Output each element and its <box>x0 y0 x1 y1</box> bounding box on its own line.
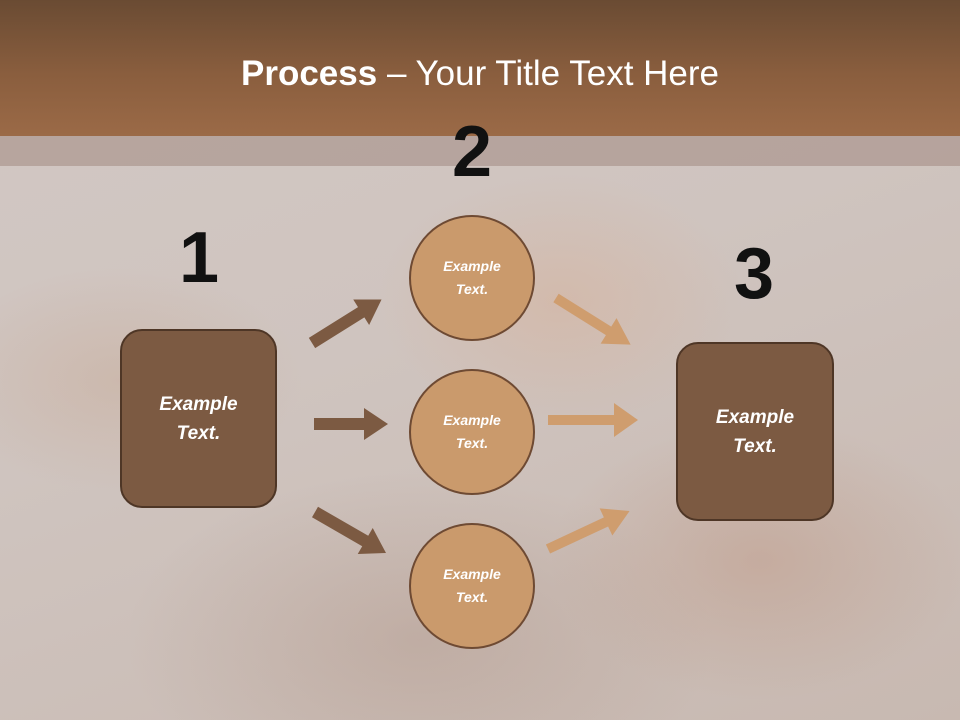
circle-top-line2: Text. <box>455 281 489 297</box>
title-bold: Process <box>241 54 378 93</box>
arrow-left-to-bottom <box>312 506 387 554</box>
step-number-1: 1 <box>178 218 220 298</box>
title-bar <box>0 0 960 136</box>
start-box: Example Text. <box>120 329 277 508</box>
arrow-left-to-middle <box>314 408 388 440</box>
end-box-line1: Example <box>715 406 795 428</box>
step-number-3: 3 <box>733 234 775 314</box>
step-number-2: 2 <box>451 112 493 192</box>
process-circle-middle: Example Text. <box>409 369 535 495</box>
arrow-top-to-right <box>553 293 631 345</box>
circle-top-line1: Example <box>443 258 501 274</box>
circle-bottom-line1: Example <box>443 566 501 582</box>
end-box: Example Text. <box>676 342 834 521</box>
start-box-line2: Text. <box>176 422 221 444</box>
arrow-bottom-to-right <box>545 508 630 554</box>
arrow-left-to-top <box>308 299 382 349</box>
arrow-middle-to-right <box>548 403 638 437</box>
title-rest: – Your Title Text Here <box>377 54 719 93</box>
process-circle-top: Example Text. <box>409 215 535 341</box>
circle-middle-line2: Text. <box>455 435 489 451</box>
end-box-line2: Text. <box>733 435 777 457</box>
circle-bottom-line2: Text. <box>455 589 489 605</box>
start-box-line1: Example <box>159 393 238 415</box>
circle-middle-line1: Example <box>443 412 501 428</box>
process-circle-bottom: Example Text. <box>409 523 535 649</box>
title-bar-strip <box>0 136 960 166</box>
slide-title: Process – Your Title Text Here <box>0 52 960 96</box>
